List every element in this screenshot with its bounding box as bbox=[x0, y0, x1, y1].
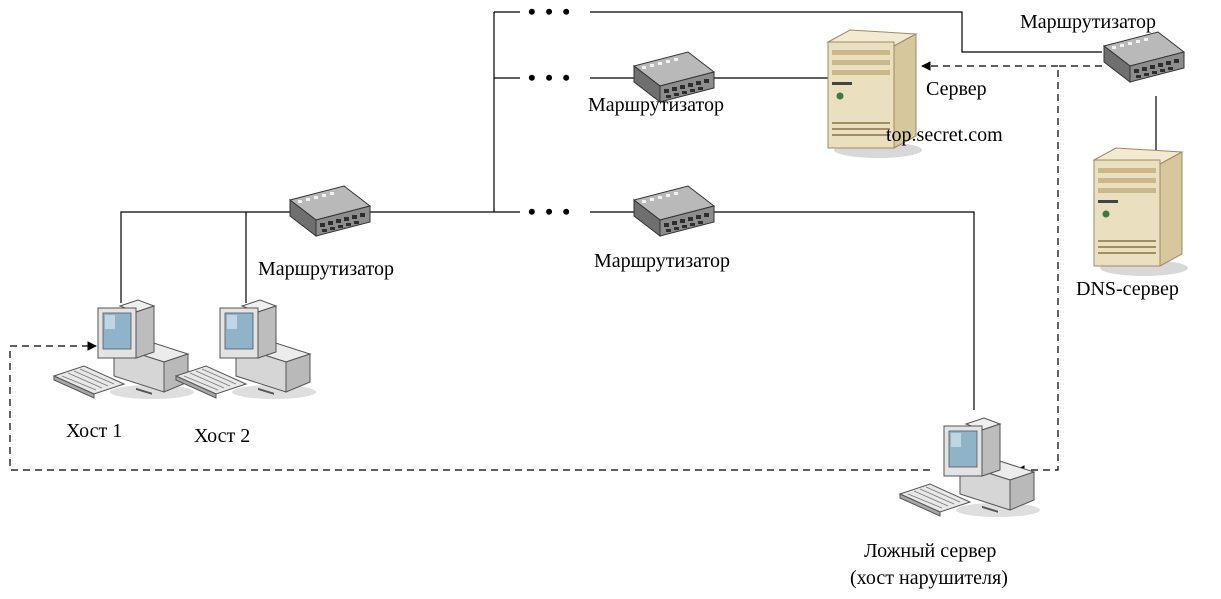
router-label-top-right: Маршрутизатор bbox=[1020, 11, 1156, 33]
fake-server-label: Ложный сервер bbox=[864, 540, 997, 562]
link-fake-server bbox=[590, 211, 975, 410]
router-label-left: Маршрутизатор bbox=[258, 258, 394, 280]
server-label: Сервер bbox=[926, 78, 987, 100]
workstation-icon bbox=[175, 299, 317, 400]
dns-server-label: DNS-сервер bbox=[1076, 278, 1179, 300]
link-top-router bbox=[590, 11, 1102, 53]
server-domain-label: top.secret.com bbox=[886, 124, 1003, 146]
router-icon bbox=[1103, 31, 1185, 83]
fake-server-sublabel: (хост нарушителя) bbox=[850, 567, 1008, 589]
router-label-middle: Маршрутизатор bbox=[588, 94, 724, 116]
workstation-icon bbox=[899, 417, 1041, 518]
server-icon bbox=[1093, 147, 1189, 277]
host1-label: Хост 1 bbox=[66, 420, 123, 442]
ellipsis-bottom: • • • bbox=[528, 199, 573, 224]
attack-path bbox=[9, 61, 1102, 475]
router-icon bbox=[633, 185, 715, 237]
ellipsis-top: • • • bbox=[528, 0, 573, 24]
router-icon bbox=[289, 185, 371, 237]
router-label-bottom: Маршрутизатор bbox=[594, 250, 730, 272]
ellipsis-middle: • • • bbox=[528, 65, 573, 90]
workstation-icon bbox=[53, 299, 195, 400]
host2-label: Хост 2 bbox=[194, 425, 251, 447]
